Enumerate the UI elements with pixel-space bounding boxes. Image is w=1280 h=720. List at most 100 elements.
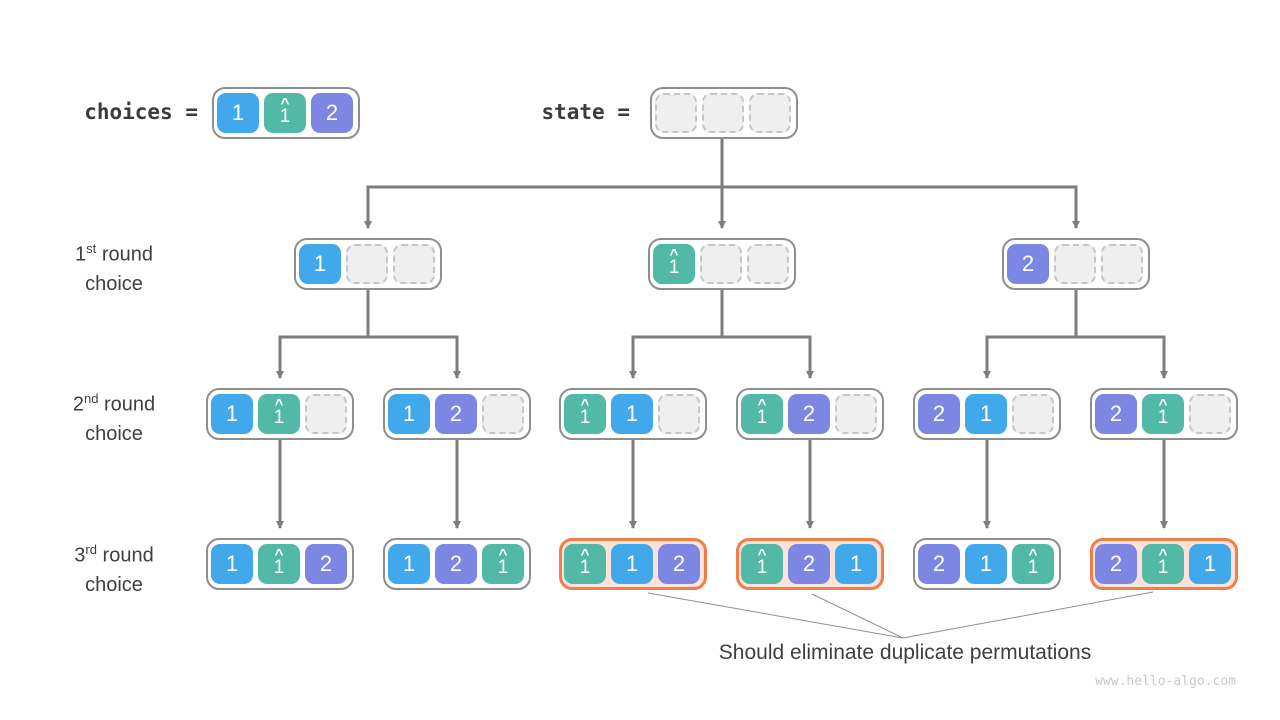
- hat-mark: ^: [498, 546, 508, 563]
- hat-mark: ^: [274, 396, 284, 413]
- hat-mark: ^: [757, 396, 767, 413]
- cell-empty: [305, 394, 347, 434]
- cell-1: 1: [1189, 544, 1231, 584]
- cell-value: 1: [1027, 557, 1039, 578]
- watermark: www.hello-algo.com: [1095, 674, 1236, 689]
- cell-value: 1: [225, 401, 239, 426]
- cell-empty: [658, 394, 700, 434]
- cell-value: 2: [932, 551, 946, 576]
- cell-value: 1: [273, 407, 285, 428]
- cell-2: 2: [435, 544, 477, 584]
- cell-value: 2: [802, 551, 816, 576]
- cell-value: 2: [1109, 401, 1123, 426]
- cell-value: 2: [319, 551, 333, 576]
- hat-mark: ^: [669, 246, 679, 263]
- cell-empty: [700, 244, 742, 284]
- cell-value: 1: [579, 557, 591, 578]
- cell-1: 1: [299, 244, 341, 284]
- cell-value: 1: [497, 557, 509, 578]
- cell-1-hat: ^1: [1142, 544, 1184, 584]
- cell-1-hat: ^1: [741, 394, 783, 434]
- cell-value: 1: [231, 100, 245, 125]
- array-node-r2-6: 2 ^1: [1090, 388, 1238, 440]
- cell-empty: [346, 244, 388, 284]
- cell-value: 2: [449, 401, 463, 426]
- cell-value: 1: [1157, 557, 1169, 578]
- duplicate-note: Should eliminate duplicate permutations: [718, 641, 1092, 664]
- hat-mark: ^: [1158, 396, 1168, 413]
- cell-value: 1: [668, 257, 680, 278]
- cell-1: 1: [211, 544, 253, 584]
- cell-2: 2: [1095, 394, 1137, 434]
- cell-1-hat: ^1: [482, 544, 524, 584]
- cell-empty: [1189, 394, 1231, 434]
- hat-mark: ^: [280, 95, 290, 112]
- cell-empty: [702, 93, 744, 133]
- cell-2: 2: [311, 93, 353, 133]
- cell-empty: [1101, 244, 1143, 284]
- hat-mark: ^: [1028, 546, 1038, 563]
- cell-value: 2: [932, 401, 946, 426]
- cell-empty: [1012, 394, 1054, 434]
- cell-1-hat: ^1: [564, 394, 606, 434]
- cell-value: 1: [756, 557, 768, 578]
- hat-mark: ^: [1158, 546, 1168, 563]
- cell-value: 1: [402, 401, 416, 426]
- cell-1-hat: ^1: [564, 544, 606, 584]
- cell-1-hat: ^1: [258, 394, 300, 434]
- cell-empty: [835, 394, 877, 434]
- cell-1: 1: [211, 394, 253, 434]
- cell-value: 2: [1021, 251, 1035, 276]
- cell-value: 1: [225, 551, 239, 576]
- hat-mark: ^: [580, 546, 590, 563]
- cell-value: 2: [449, 551, 463, 576]
- cell-1: 1: [965, 544, 1007, 584]
- cell-2: 2: [305, 544, 347, 584]
- array-node-r1-2: ^1: [648, 238, 796, 290]
- cell-1-hat: ^1: [741, 544, 783, 584]
- cell-2: 2: [435, 394, 477, 434]
- cell-value: 2: [1109, 551, 1123, 576]
- cell-empty: [393, 244, 435, 284]
- cell-1-hat: ^1: [1142, 394, 1184, 434]
- cell-value: 1: [979, 551, 993, 576]
- cell-2: 2: [918, 394, 960, 434]
- cell-1: 1: [965, 394, 1007, 434]
- cell-value: 1: [1203, 551, 1217, 576]
- choices-label: choices =: [84, 100, 198, 124]
- cell-value: 1: [279, 106, 291, 127]
- hat-mark: ^: [580, 396, 590, 413]
- cell-value: 1: [625, 401, 639, 426]
- cell-1-hat: ^1: [258, 544, 300, 584]
- cell-1-hat: ^1: [1012, 544, 1054, 584]
- cell-value: 1: [402, 551, 416, 576]
- cell-value: 2: [325, 100, 339, 125]
- cell-2: 2: [918, 544, 960, 584]
- cell-value: 1: [273, 557, 285, 578]
- cell-1: 1: [611, 394, 653, 434]
- hat-mark: ^: [274, 546, 284, 563]
- cell-value: 1: [313, 251, 327, 276]
- cell-2: 2: [1007, 244, 1049, 284]
- cell-2: 2: [658, 544, 700, 584]
- cell-value: 1: [625, 551, 639, 576]
- cell-value: 1: [579, 407, 591, 428]
- cell-empty: [1054, 244, 1096, 284]
- state-label: state =: [541, 100, 630, 124]
- hat-mark: ^: [757, 546, 767, 563]
- cell-1-hat: ^1: [264, 93, 306, 133]
- cell-2: 2: [788, 544, 830, 584]
